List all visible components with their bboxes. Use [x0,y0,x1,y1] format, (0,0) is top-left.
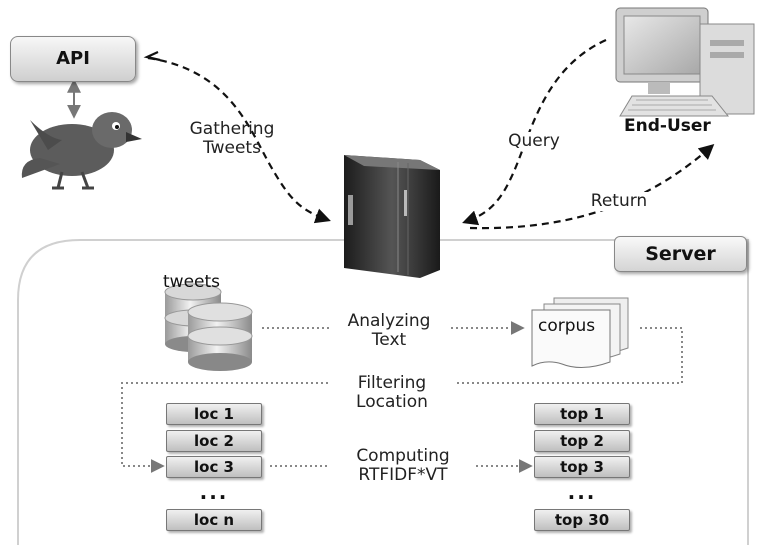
gathering-tweets-label: Gathering Tweets [189,119,275,158]
loc-box: loc 2 [166,430,262,452]
analyzing-text-label: Analyzing Text [330,312,448,350]
computing-label: Computing RTFIDF*VT [330,447,476,485]
tweets-label: tweets [163,272,221,292]
server-region [17,239,749,545]
top-ellipsis: ... [567,480,597,504]
server-label: Server [614,236,747,272]
query-arrow [462,38,607,226]
database-icon [164,283,253,371]
top-box: top 3 [534,456,630,478]
top-box: top 1 [534,403,630,425]
gathering-arrow [147,56,331,224]
twitter-bird-icon [21,112,142,190]
corpus-label: corpus [538,316,596,336]
loc-box: loc 3 [166,456,262,478]
filtering-location-label: Filtering Location [330,374,454,412]
corpus-to-filtering [454,327,683,384]
top-box: top 30 [534,509,630,531]
top-box: top 2 [534,430,630,452]
end-user-label: End-User [624,116,711,136]
corpus-documents-icon [531,297,629,368]
query-label: Query [494,132,574,151]
loc-box: loc 1 [166,403,262,425]
api-box: API [10,36,136,82]
loc-box: loc n [166,509,262,531]
computer-icon [615,7,755,117]
loc-ellipsis: ... [199,480,229,504]
return-label: Return [574,192,664,211]
server-icon [344,155,440,278]
